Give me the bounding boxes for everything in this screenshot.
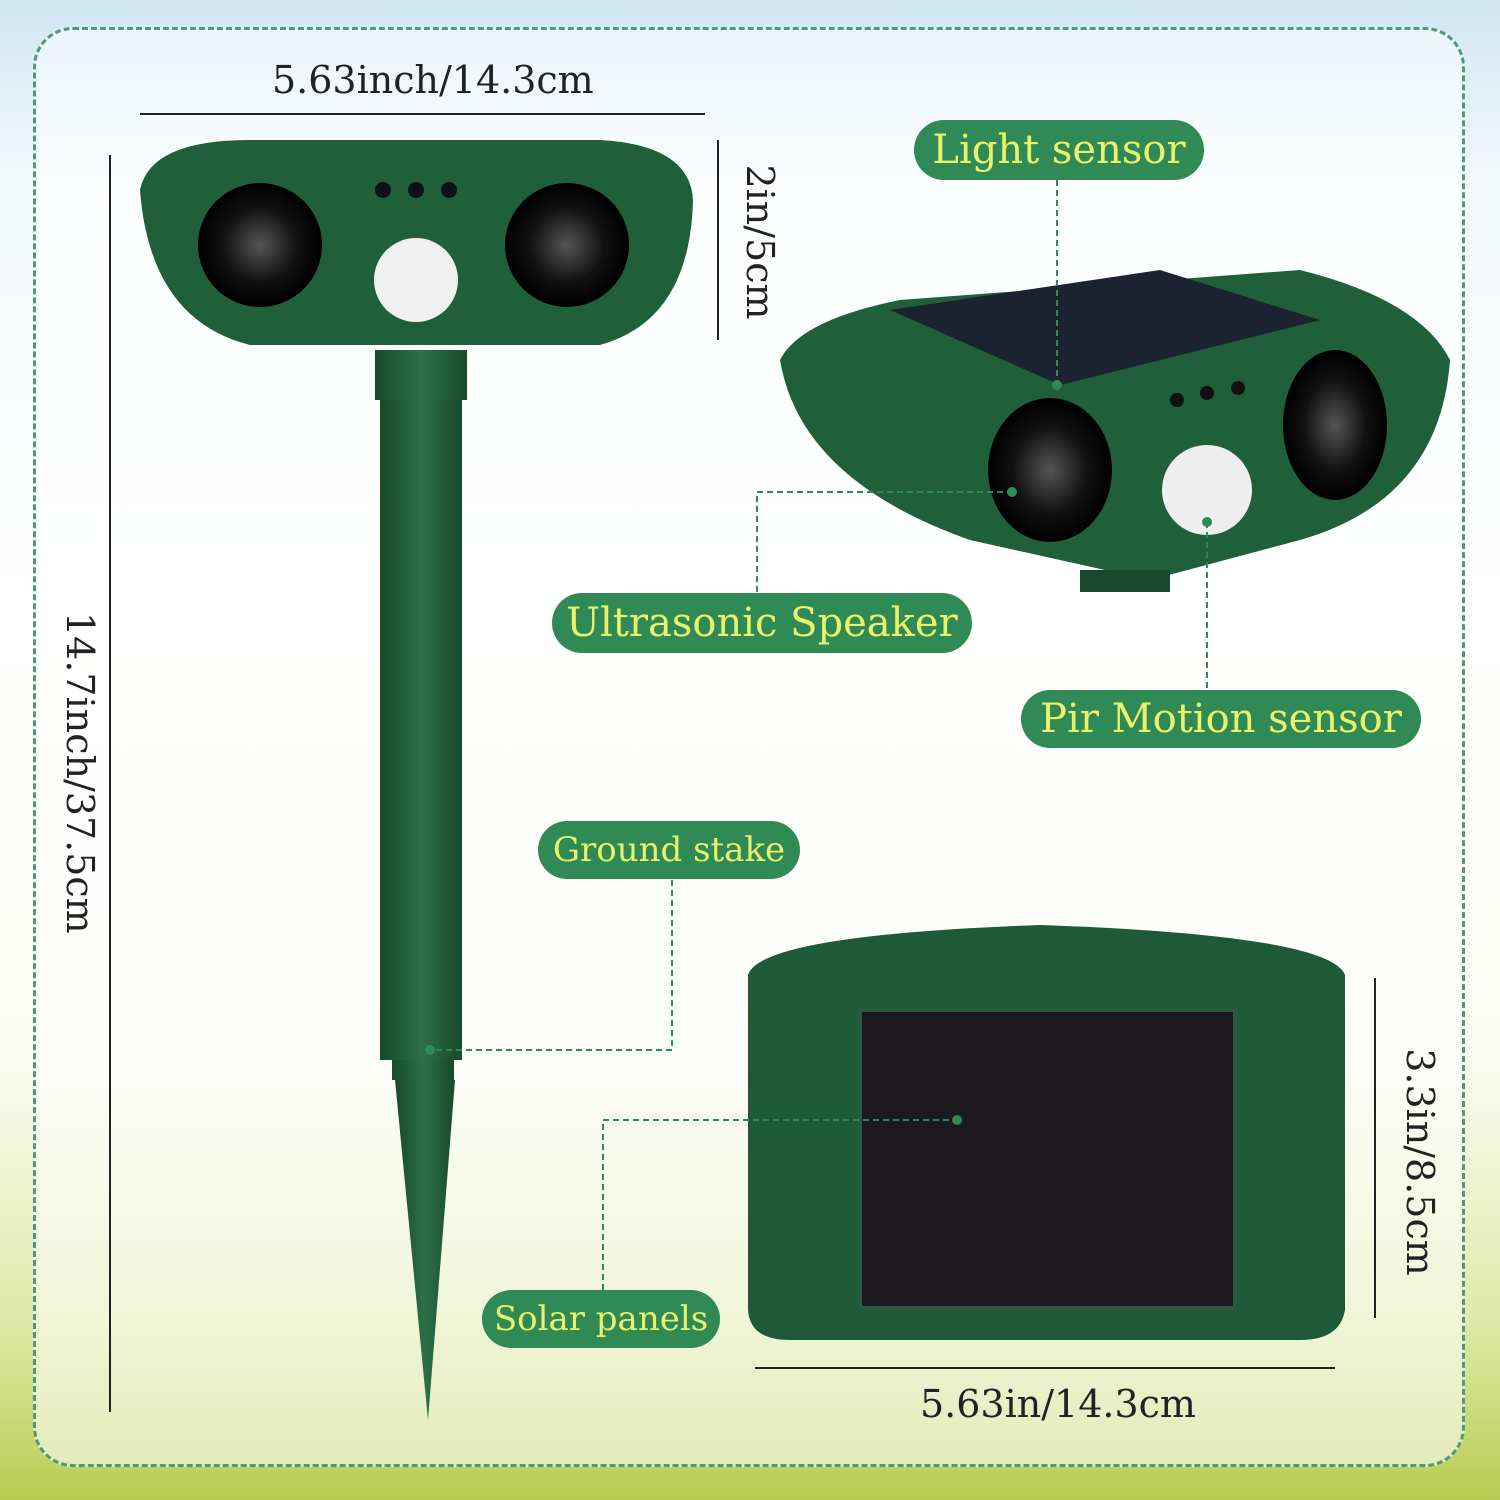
dimension-arrows xyxy=(109,113,1376,1412)
panel-height-dimension: 3.3in/8.5cm xyxy=(1398,1048,1442,1276)
total-height-dimension: 14.7inch/37.5cm xyxy=(58,612,102,934)
stake-device xyxy=(140,140,693,1420)
ultrasonic-speaker-label: Ultrasonic Speaker xyxy=(552,593,972,653)
leader-lines xyxy=(430,180,1208,1290)
top-width-dimension: 5.63inch/14.3cm xyxy=(272,58,594,102)
light-sensor-label: Light sensor xyxy=(914,120,1204,180)
angled-device xyxy=(780,270,1450,592)
solar-panels-label: Solar panels xyxy=(482,1290,720,1348)
ground-stake-label: Ground stake xyxy=(538,821,800,879)
head-height-dimension: 2in/5cm xyxy=(738,164,782,320)
pir-motion-sensor-label: Pir Motion sensor xyxy=(1021,690,1421,748)
panel-width-dimension: 5.63in/14.3cm xyxy=(920,1382,1196,1426)
solar-device xyxy=(748,925,1345,1340)
